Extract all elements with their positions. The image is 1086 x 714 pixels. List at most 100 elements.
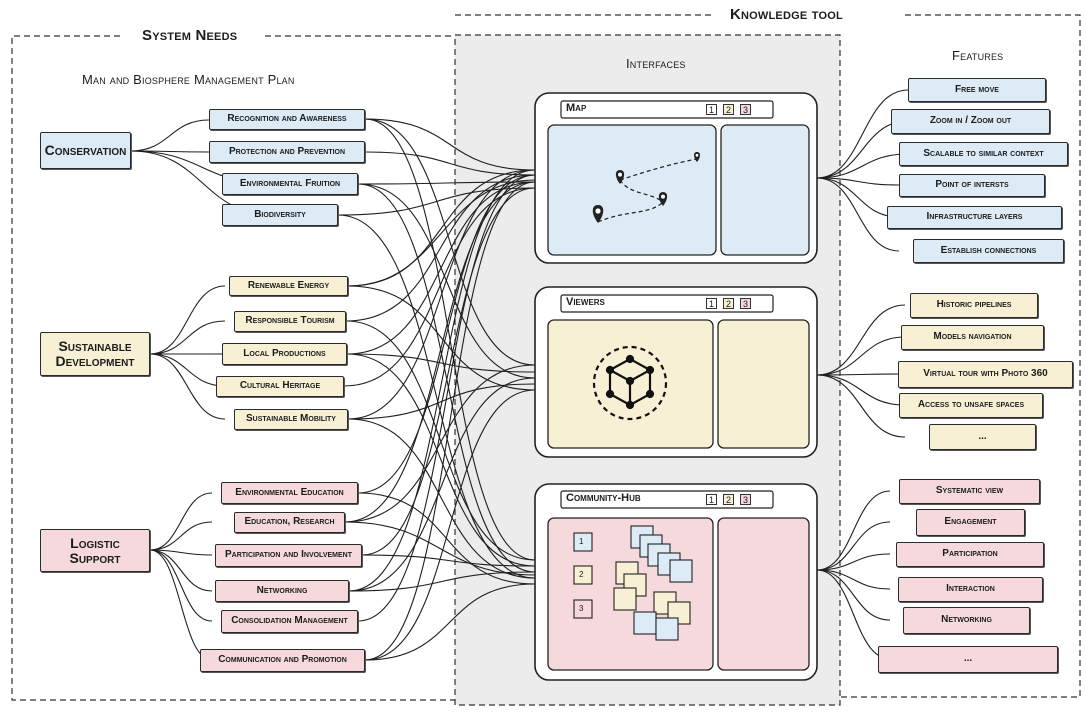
group-link	[149, 353, 226, 420]
need-communication-promotion: Communication and Promotion	[200, 649, 365, 672]
feature-models-navigation: Models navigation	[901, 325, 1044, 350]
need-cultural-heritage: Cultural Heritage	[216, 376, 344, 397]
feature-interaction: Interaction	[898, 577, 1043, 602]
need-renewable-energy: Renewable Energy	[229, 276, 348, 296]
feature-link	[816, 374, 906, 438]
map-title-bar	[560, 100, 774, 119]
group-link	[149, 285, 226, 355]
need-education-research: Education, Research	[234, 512, 345, 533]
hub-note-2-label: 2	[579, 570, 584, 579]
map-tab-1[interactable]: 1	[706, 104, 717, 115]
map-pin-icon	[658, 192, 668, 206]
3d-model-icon	[592, 345, 668, 421]
viewers-tab-1[interactable]: 1	[706, 298, 717, 309]
need-to-map-link	[347, 169, 536, 420]
need-consolidation-management: Consolidation Management	[221, 610, 358, 633]
feature-link	[816, 304, 906, 376]
feature-point-of-interests: Point of intersts	[899, 174, 1045, 197]
viewers-title: Viewers	[566, 296, 605, 308]
need-to-hub-link	[357, 183, 536, 573]
need-networking: Networking	[215, 580, 349, 602]
feature-viewers-more: ...	[929, 424, 1036, 450]
system-needs-frame	[11, 35, 455, 701]
need-to-viewers-link	[348, 377, 536, 592]
need-to-hub-link	[337, 214, 536, 579]
management-plan-heading: Man and Biosphere Management Plan	[82, 72, 295, 87]
feature-free-move: Free move	[908, 78, 1046, 102]
viewers-side-panel	[717, 319, 810, 449]
need-local-productions: Local Productions	[222, 343, 347, 365]
viewers-tab-2[interactable]: 2	[723, 298, 734, 309]
need-to-viewers-link	[347, 285, 536, 391]
viewers-tab-3[interactable]: 3	[740, 298, 751, 309]
need-to-hub-link	[345, 320, 536, 561]
feature-engagement: Engagement	[916, 509, 1025, 536]
feature-establish-connections: Establish connections	[913, 239, 1064, 263]
map-tab-3[interactable]: 3	[740, 104, 751, 115]
need-to-hub-link	[361, 554, 536, 567]
need-to-map-link	[364, 118, 536, 171]
feature-historic-pipelines: Historic pipelines	[910, 293, 1038, 318]
group-link	[130, 119, 210, 152]
need-biodiversity: Biodiversity	[222, 204, 338, 226]
need-to-map-link	[348, 169, 536, 592]
feature-link	[816, 177, 900, 252]
feature-infrastructure-layers: Infrastructure layers	[887, 206, 1062, 229]
system-needs-title: System Needs	[136, 27, 244, 44]
group-link	[149, 353, 226, 387]
feature-link	[816, 153, 909, 179]
map-pin-icon	[615, 170, 625, 184]
need-to-map-link	[357, 174, 536, 622]
need-environmental-education: Environmental Education	[221, 482, 358, 504]
group-link	[149, 492, 213, 551]
hub-tab-3[interactable]: 3	[740, 494, 751, 505]
map-pin-icon	[592, 205, 604, 223]
group-link	[149, 549, 213, 592]
features-heading: Features	[952, 48, 1004, 63]
hub-tab-1[interactable]: 1	[706, 494, 717, 505]
feature-link	[816, 89, 909, 179]
group-sustainable-development: Sustainable Development	[40, 332, 150, 376]
feature-zoom: Zoom in / Zoom out	[891, 109, 1050, 134]
feature-participation: Participation	[896, 542, 1044, 567]
feature-link	[816, 374, 906, 406]
need-to-map-link	[364, 181, 536, 661]
sticky-note-icon	[573, 525, 693, 641]
viewers-title-bar	[560, 294, 774, 313]
need-to-map-link	[357, 174, 536, 494]
group-link	[149, 549, 213, 556]
need-participation-involvement: Participation and Involvement	[215, 544, 362, 567]
map-tab-2[interactable]: 2	[723, 104, 734, 115]
group-link	[149, 549, 213, 622]
map-pin-icon	[694, 152, 700, 162]
hub-side-panel	[717, 517, 810, 671]
group-conservation: Conservation	[40, 132, 131, 169]
hub-note-1-label: 1	[579, 537, 584, 546]
need-responsible-tourism: Responsible Tourism	[234, 311, 346, 332]
need-to-viewers-link	[364, 118, 536, 366]
feature-scalable: Scalable to similar context	[899, 142, 1068, 166]
need-to-viewers-link	[364, 389, 536, 661]
feature-link	[816, 569, 891, 590]
feature-link	[816, 336, 906, 376]
need-to-map-link	[337, 187, 536, 216]
feature-link	[816, 553, 891, 571]
need-to-hub-link	[364, 583, 536, 661]
interfaces-heading: Interfaces	[626, 56, 686, 71]
need-to-viewers-link	[344, 364, 536, 523]
feature-link	[816, 177, 900, 186]
need-to-map-link	[347, 179, 536, 287]
need-environmental-fruition: Environmental Fruition	[222, 173, 358, 195]
need-to-hub-link	[347, 418, 536, 579]
group-link	[149, 320, 226, 355]
hub-title: Community-Hub	[566, 492, 641, 504]
feature-networking: Networking	[903, 607, 1030, 634]
hub-tab-2[interactable]: 2	[723, 494, 734, 505]
need-recognition-awareness: Recognition and Awareness	[209, 109, 365, 130]
feature-link	[816, 521, 891, 571]
hub-title-bar	[560, 490, 774, 509]
feature-link	[816, 569, 891, 621]
need-to-map-link	[357, 181, 536, 185]
